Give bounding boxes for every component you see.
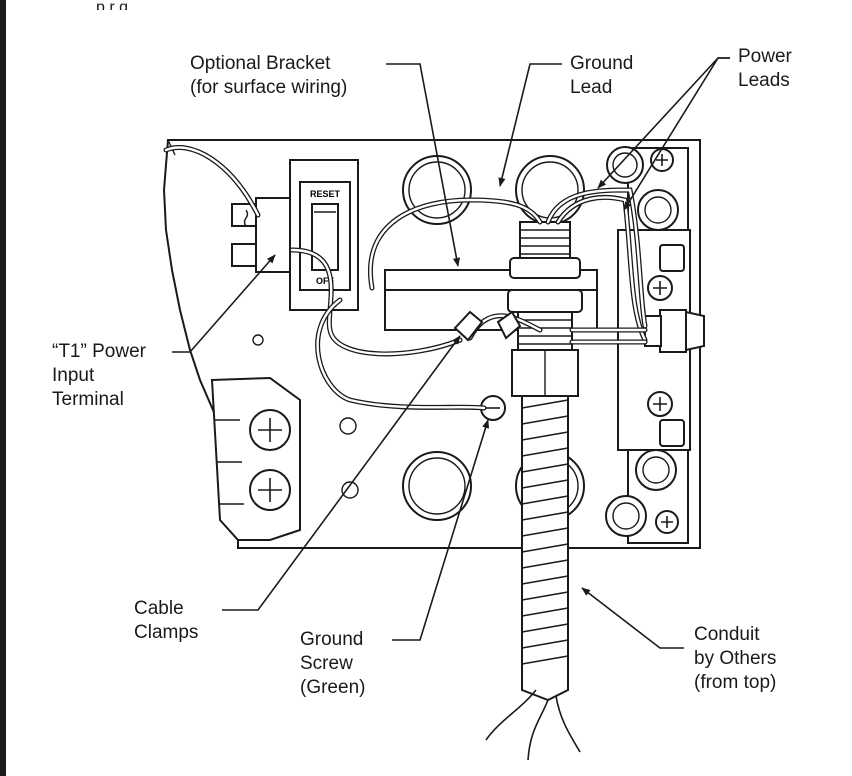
conduit-connector bbox=[507, 221, 583, 397]
label-conduit-line2: by Others bbox=[694, 648, 777, 669]
label-cable-clamps-line2: Clamps bbox=[134, 622, 199, 643]
label-t1-line2: Input bbox=[52, 365, 95, 386]
label-optional-bracket-line2: (for surface wiring) bbox=[190, 77, 348, 98]
switch-reset-text: RESET bbox=[310, 189, 341, 199]
page-rule bbox=[0, 0, 6, 776]
cable-clamps bbox=[453, 310, 522, 342]
caption-fragment: p r g bbox=[96, 0, 129, 10]
side-switch bbox=[644, 309, 705, 353]
reset-switch: RESET OFF bbox=[289, 159, 359, 311]
label-ground-screw-line2: Screw bbox=[300, 653, 353, 674]
label-conduit-line1: Conduit bbox=[694, 624, 760, 645]
label-t1-line3: Terminal bbox=[52, 389, 124, 410]
label-power-leads-line2: Leads bbox=[738, 70, 790, 91]
label-optional-bracket-line1: Optional Bracket bbox=[190, 53, 331, 74]
label-ground-screw-line1: Ground bbox=[300, 629, 364, 650]
leader-lines bbox=[172, 57, 730, 649]
label-power-leads-line1: Power bbox=[738, 46, 792, 67]
label-cable-clamps-line1: Cable bbox=[134, 598, 184, 619]
left-mount bbox=[210, 376, 301, 541]
label-t1-line1: “T1” Power bbox=[52, 341, 146, 362]
label-conduit-line3: (from top) bbox=[694, 672, 777, 693]
label-ground-screw-line3: (Green) bbox=[300, 677, 366, 698]
switch-off-text: OFF bbox=[316, 276, 334, 286]
t1-terminal bbox=[231, 197, 293, 273]
label-ground-lead-line2: Lead bbox=[570, 77, 613, 98]
flexible-conduit bbox=[521, 395, 569, 702]
label-ground-lead-line1: Ground bbox=[570, 53, 634, 74]
